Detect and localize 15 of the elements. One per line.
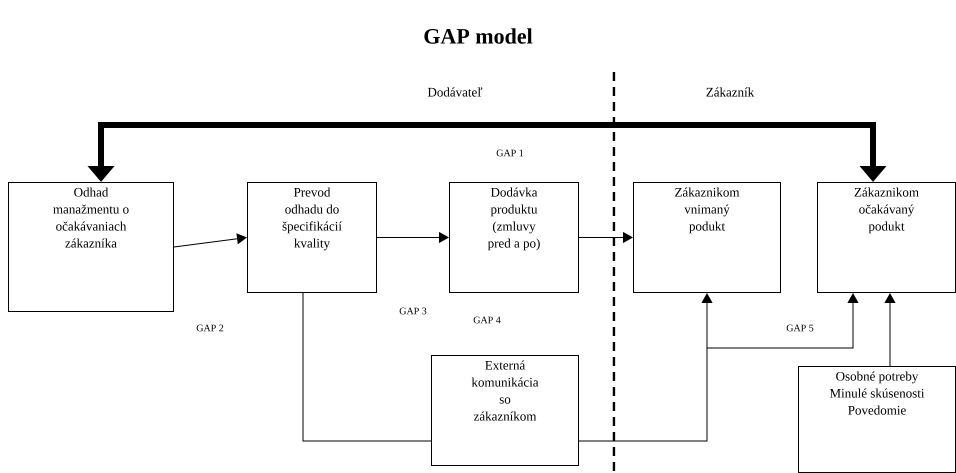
- process-box: Zákaznikom vnimaný podukt: [633, 182, 781, 293]
- region-label: Dodávateľ: [428, 87, 482, 97]
- gap-label: GAP 5: [786, 324, 814, 332]
- gap-label: GAP 3: [400, 308, 426, 314]
- process-box: Zákaznikom očakávaný podukt: [817, 182, 956, 293]
- gap-label: GAP 4: [474, 316, 501, 324]
- process-box: Prevod odhadu do špecifikácií kvality: [247, 182, 377, 293]
- title: GAP model: [424, 28, 532, 44]
- gap-label: GAP 1: [496, 150, 524, 156]
- region-label: Zákazník: [706, 87, 754, 97]
- process-box: Osobné potreby Minulé skúsenosti Povedomie: [798, 366, 956, 473]
- process-box: Dodávka produktu (zmluvy pred a po): [449, 182, 579, 293]
- process-box: Externá komunikácia so zákazníkom: [431, 355, 579, 466]
- process-box: Odhad manažmentu o očakávaniach zákazníka: [8, 182, 174, 312]
- gap-label: GAP 2: [196, 324, 224, 332]
